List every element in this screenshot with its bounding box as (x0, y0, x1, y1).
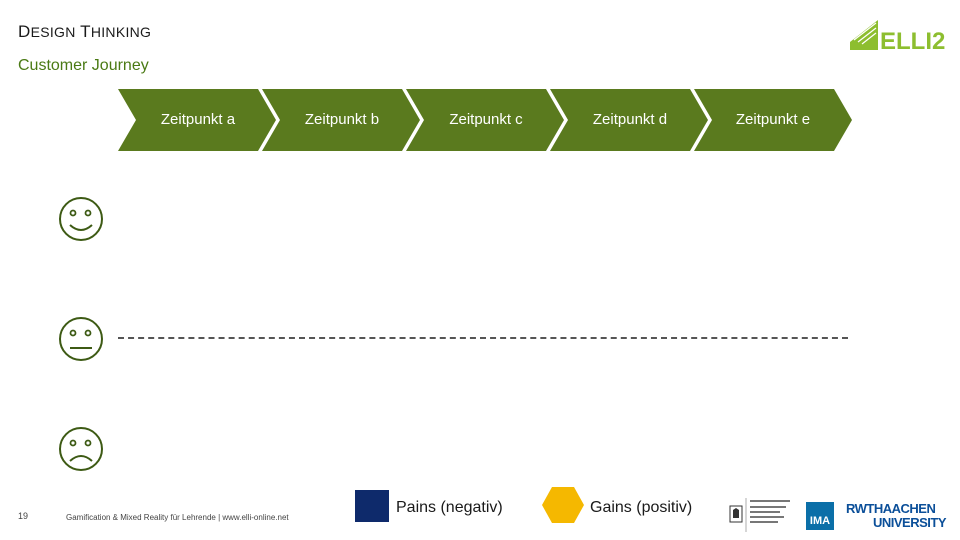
sad-face-icon (59, 427, 103, 471)
gains-swatch (542, 487, 584, 523)
page-title: DESIGN THINKING (18, 22, 152, 41)
stage-label-a: Zeitpunkt a (160, 111, 236, 128)
page-subtitle: Customer Journey (18, 57, 149, 74)
neutral-face-icon (59, 317, 103, 361)
svg-text:ELLI2: ELLI2 (880, 28, 945, 54)
stage-arrow-c (406, 89, 564, 151)
gains-label: Gains (positiv) (590, 499, 693, 516)
rwth-logo: RWTHAACHEN UNIVERSITY (846, 501, 947, 530)
page-number: 19 (18, 511, 29, 521)
stage-arrow-e (694, 89, 852, 151)
elli-logo: ELLI2 (850, 20, 945, 54)
ima-logo: IMA (806, 502, 834, 530)
pains-swatch (355, 490, 389, 522)
stage-arrow-b (262, 89, 420, 151)
pains-label: Pains (negativ) (396, 499, 503, 516)
happy-face-icon (59, 197, 103, 241)
stage-label-d: Zeitpunkt d (592, 111, 668, 128)
journey-arrows (118, 89, 852, 151)
stage-label-b: Zeitpunkt b (304, 111, 380, 128)
stage-label-c: Zeitpunkt c (449, 111, 523, 128)
footer-text: Gamification & Mixed Reality für Lehrend… (66, 513, 289, 522)
stage-arrow-d (550, 89, 708, 151)
bmbf-logo (729, 498, 790, 532)
neutral-baseline (118, 337, 848, 339)
stage-arrow-a (118, 89, 276, 151)
stage-label-e: Zeitpunkt e (735, 111, 811, 128)
